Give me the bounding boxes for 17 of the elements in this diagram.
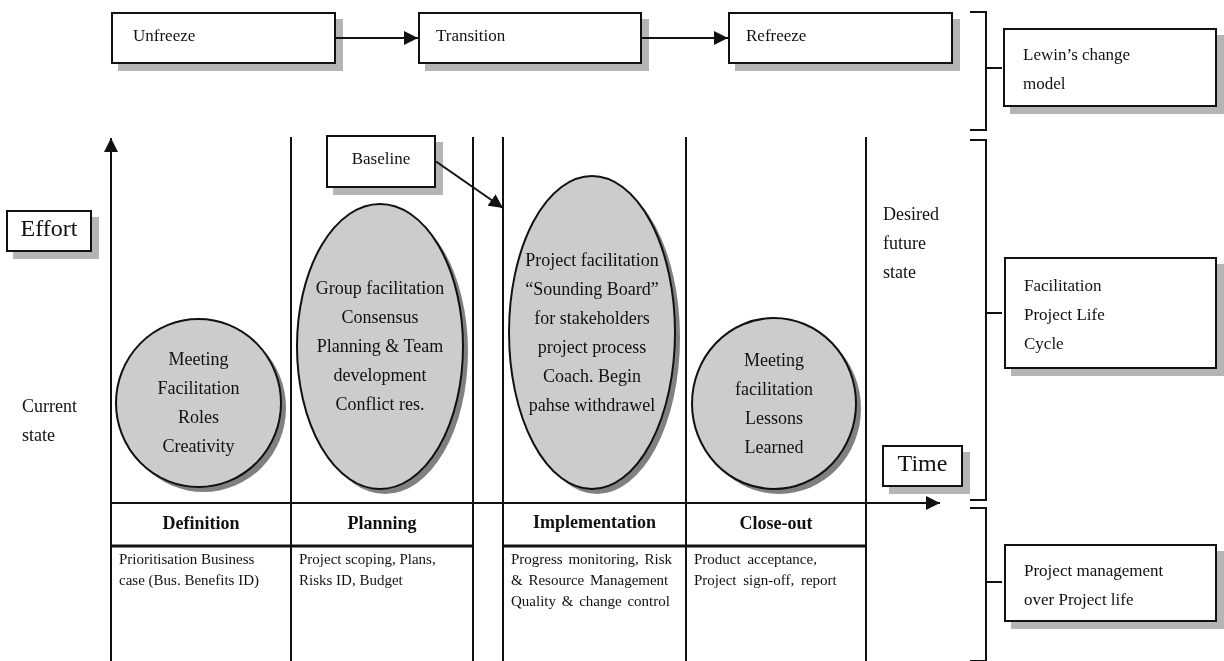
phase-header: Definition (161, 512, 241, 535)
state-label: Current state (22, 395, 78, 447)
phase-header: Implementation (532, 511, 657, 534)
phase-header: Planning (346, 512, 418, 535)
ellipse-text: Meeting Facilitation Roles Creativity (156, 348, 241, 458)
phase-tasks-text: Progress monitoring, Risk & Resource Management Quality & change control (511, 550, 674, 611)
arrow (641, 31, 729, 45)
ellipse-text: Project facilitation “Sounding Board” for stakeholders project process Coach. Begin pahse withdrawel (524, 248, 660, 417)
state-label: Desired future state (883, 203, 940, 284)
ellipse-text: Group facilitation Consensus Planning & Team development Conflict res. (314, 277, 446, 416)
arrow (335, 31, 419, 45)
phase-tasks-text: Product acceptance, Project sign-off, report (694, 550, 838, 590)
phase-tasks-text: Prioritisation Business case (Bus. Benefits ID) (119, 550, 260, 590)
ellipse-text: Meeting facilitation Lessons Learned (734, 348, 814, 459)
phase-tasks-text: Project scoping, Plans, Risks ID, Budget (299, 550, 437, 590)
phase-header: Close-out (738, 512, 814, 535)
leader-arrow (435, 160, 504, 209)
